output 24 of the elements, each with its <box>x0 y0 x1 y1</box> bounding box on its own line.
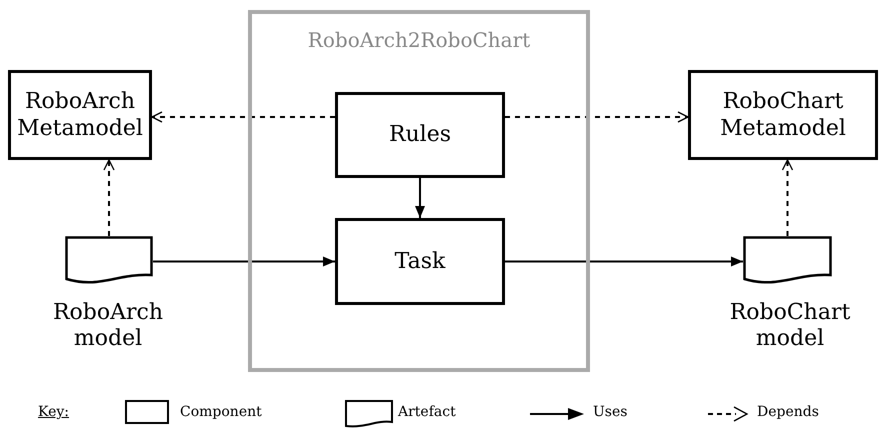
uses-arrow <box>153 256 335 266</box>
legend-label: Depends <box>757 404 819 420</box>
legend-label: Artefact <box>398 404 456 420</box>
artefact-caption: RoboChart model <box>728 300 852 353</box>
container-title: RoboArch2RoboChart <box>308 28 530 52</box>
dependency-arrow <box>151 111 335 123</box>
uses-arrow <box>415 178 425 218</box>
component-box <box>335 218 505 305</box>
node-label: Task <box>394 248 446 276</box>
component-box <box>8 70 152 160</box>
legend-label: Uses <box>593 404 628 420</box>
component-box <box>335 92 505 178</box>
node-label: Rules <box>388 121 452 149</box>
key-heading: Key: <box>38 404 69 420</box>
node-label: RoboChart Metamodel <box>719 88 847 142</box>
artefact-caption: RoboArch model <box>52 300 164 353</box>
component-box <box>688 70 878 160</box>
node-label: RoboArch Metamodel <box>16 88 144 142</box>
uses-arrow <box>505 256 743 266</box>
dependency-arrow <box>782 159 794 236</box>
dependency-arrow <box>505 111 689 123</box>
dependency-arrow <box>103 159 115 236</box>
transformation-container <box>248 10 590 372</box>
legend-label: Component <box>180 404 262 420</box>
